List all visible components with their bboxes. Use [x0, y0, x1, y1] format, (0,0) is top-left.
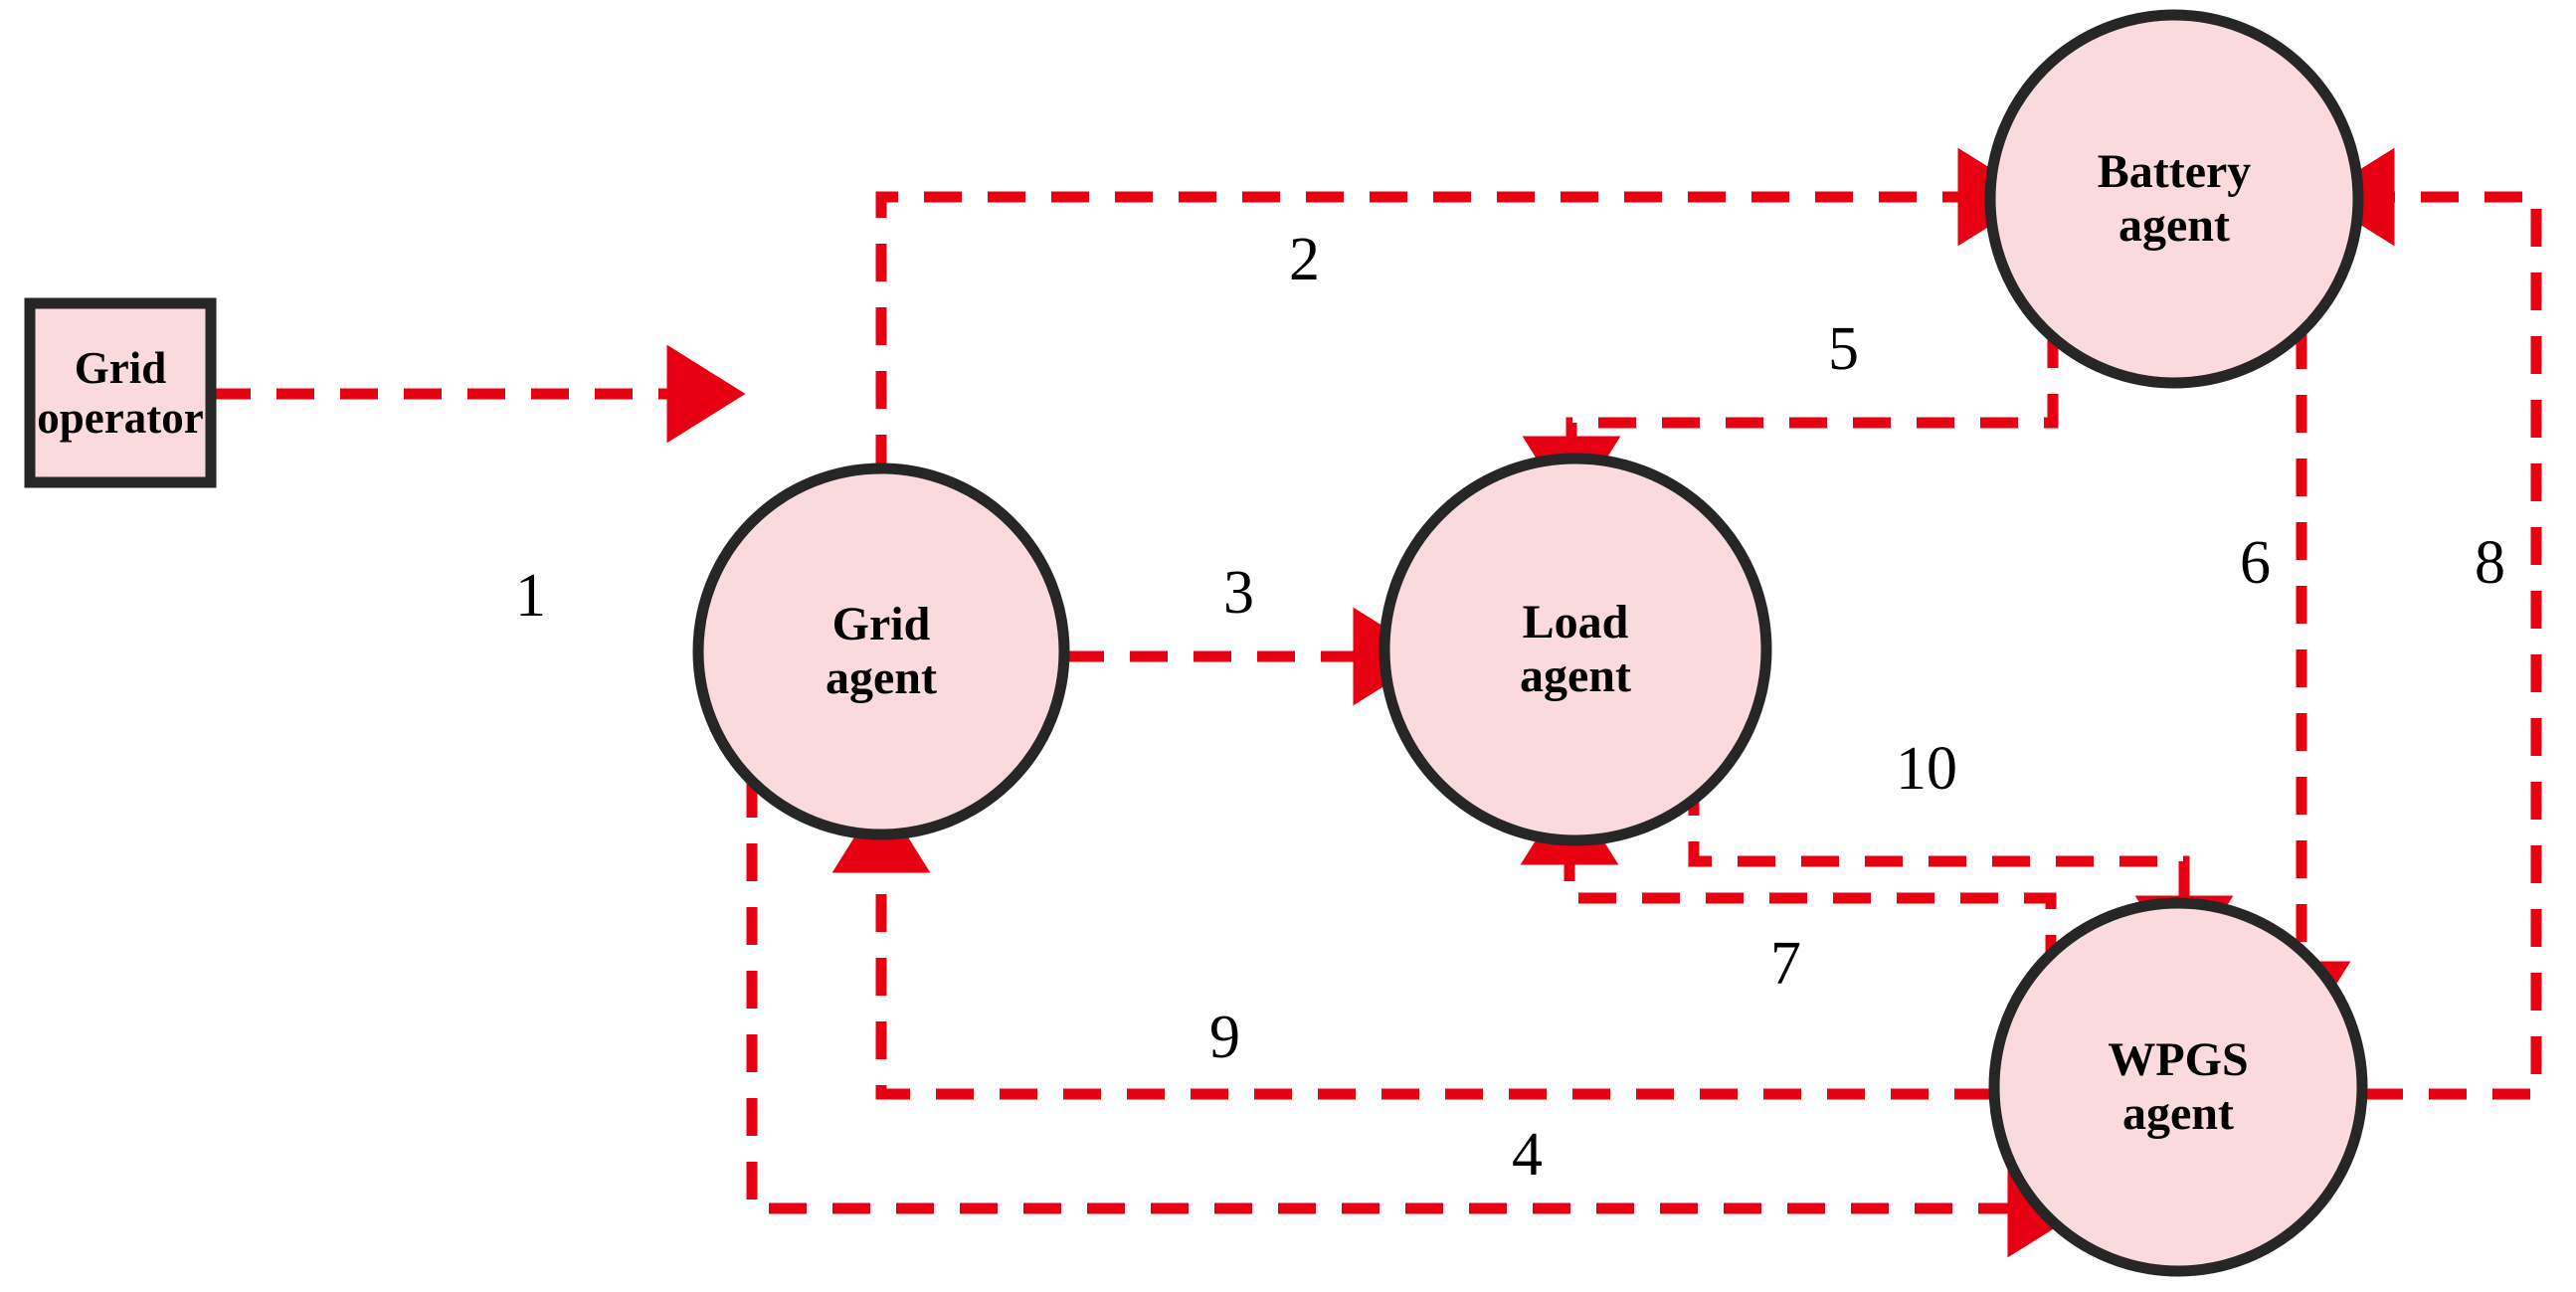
edge-4-path — [746, 780, 2087, 1258]
edge-label-10: 10 — [1896, 735, 1957, 803]
node-wpgs-agent-shape[interactable] — [1988, 897, 2368, 1277]
edge-10-path — [1688, 778, 2234, 975]
node-grid-operator-shape[interactable] — [24, 297, 217, 488]
edge-label-3: 3 — [1223, 559, 1254, 627]
edge-label-6: 6 — [2240, 529, 2271, 597]
edge-7-path — [1520, 786, 2057, 973]
edge-label-4: 4 — [1512, 1121, 1543, 1189]
edge-label-5: 5 — [1828, 315, 1859, 383]
edge-label-8: 8 — [2475, 529, 2505, 597]
edge-label-9: 9 — [1209, 1004, 1240, 1071]
edge-label-7: 7 — [1770, 930, 1801, 998]
edge-9-path — [831, 794, 1992, 1100]
edge-5-path — [1522, 330, 2059, 515]
edge-label-1: 1 — [515, 562, 546, 630]
node-battery-agent-shape[interactable] — [1984, 9, 2364, 389]
edge-label-2: 2 — [1289, 226, 1320, 293]
node-load-agent-shape[interactable] — [1379, 453, 1772, 846]
node-grid-agent-shape[interactable] — [692, 462, 1070, 840]
edge-2-path — [875, 147, 2037, 472]
edge-8-path — [2315, 147, 2542, 1100]
